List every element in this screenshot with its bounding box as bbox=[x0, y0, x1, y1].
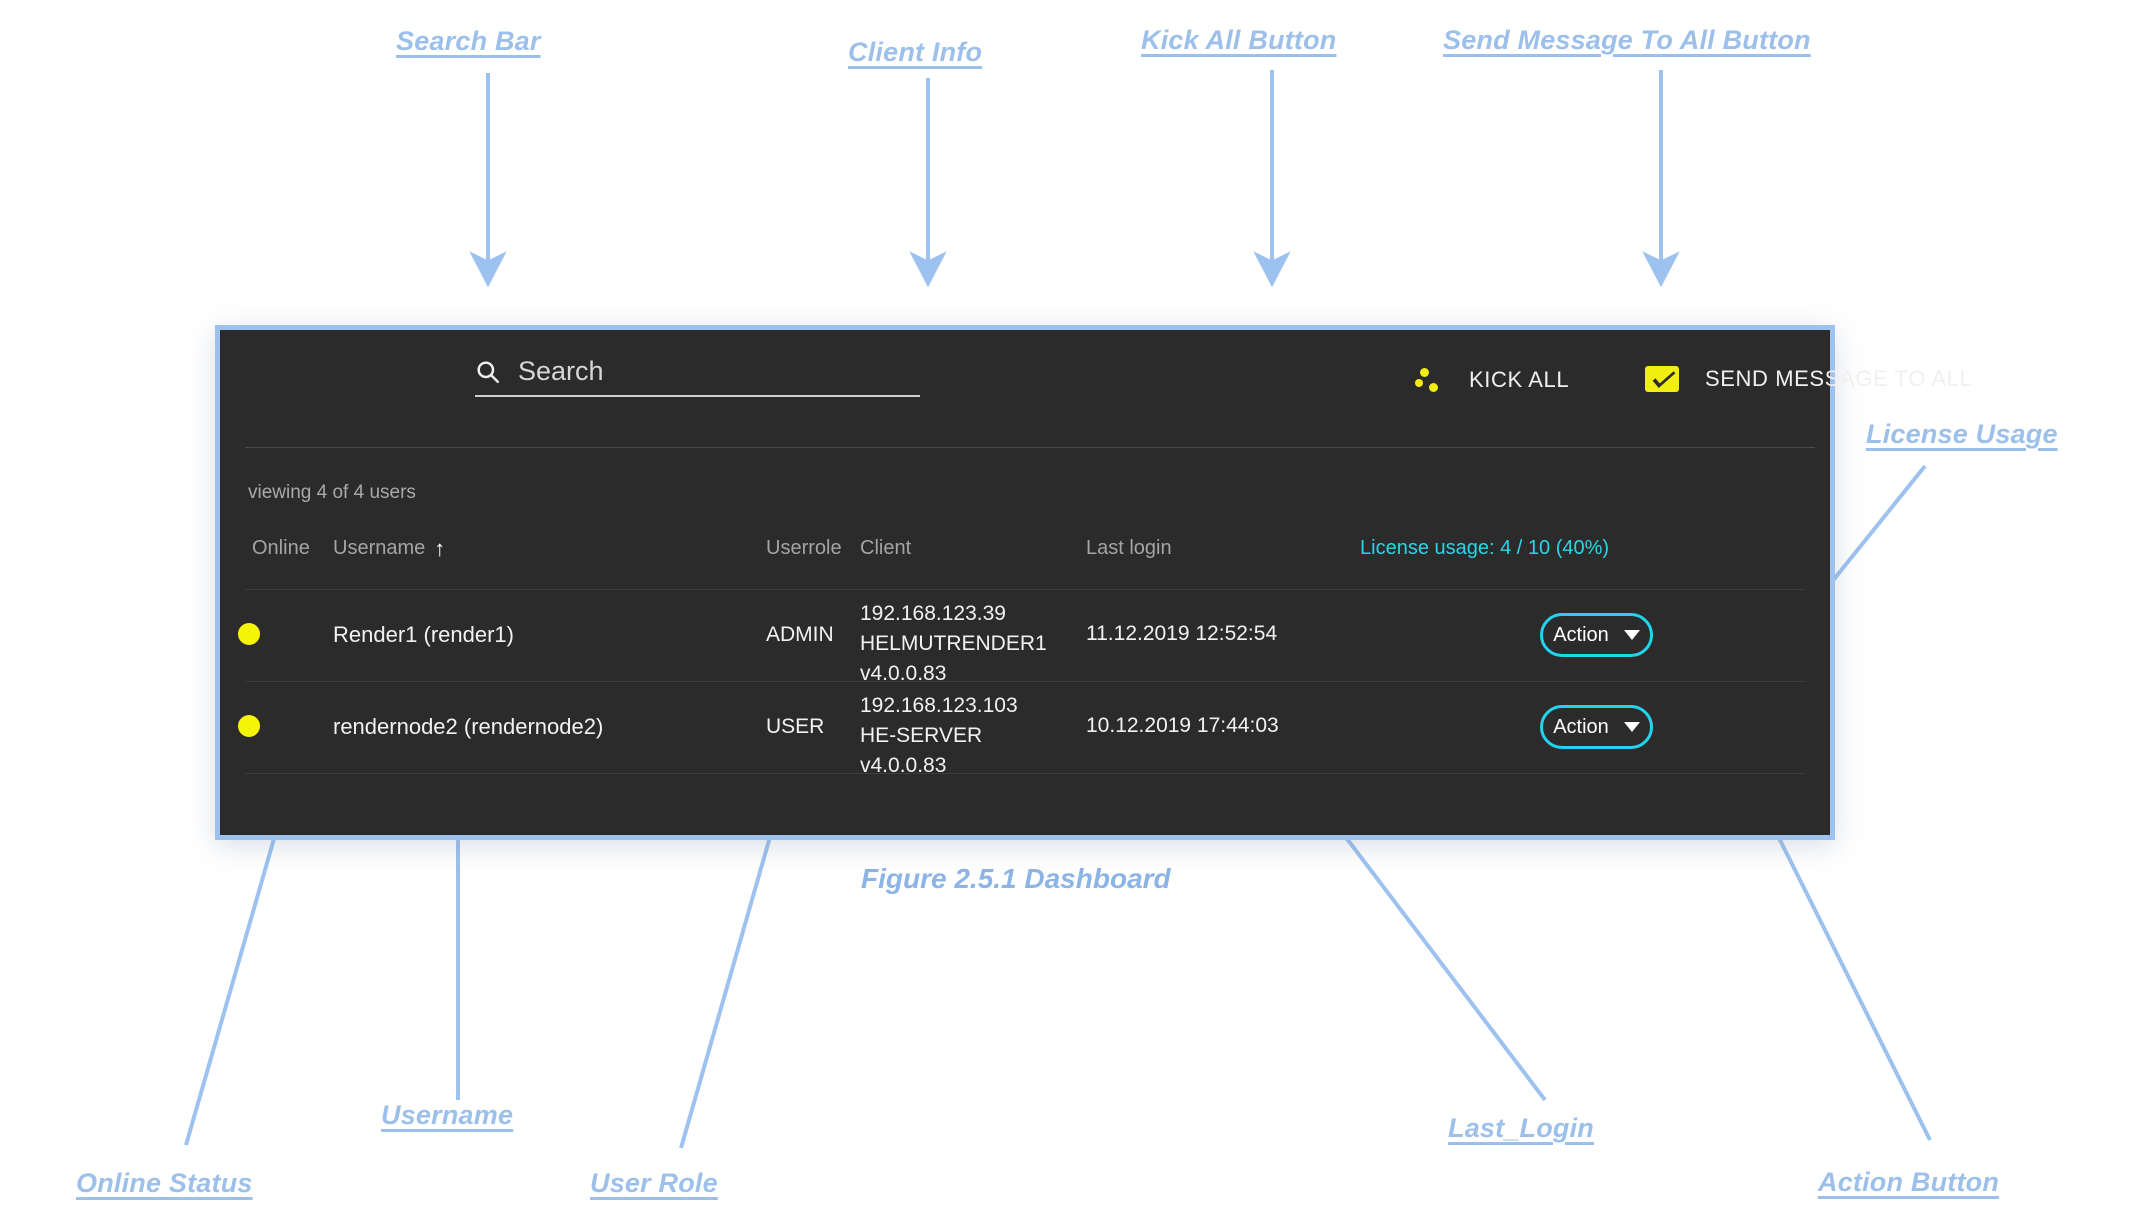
send-message-to-all-label: SEND MESSAGE TO ALL bbox=[1705, 366, 1973, 391]
send-message-to-all-button[interactable]: SEND MESSAGE TO ALL bbox=[1645, 366, 1972, 392]
client-ip: 192.168.123.39 bbox=[860, 602, 1006, 625]
cell-client: 192.168.123.103 HE-SERVER v4.0.0.83 bbox=[860, 691, 1018, 781]
cell-last-login: 11.12.2019 12:52:54 bbox=[1086, 622, 1278, 645]
column-header-last-login: Last login bbox=[1086, 537, 1172, 559]
online-status-indicator bbox=[238, 715, 260, 737]
cell-username: rendernode2 (rendernode2) bbox=[333, 714, 604, 739]
users-table: Online Username ↑ Userrole Client Last l… bbox=[220, 537, 1830, 777]
callout-user-role: User Role bbox=[590, 1168, 718, 1198]
callout-send-message-all: Send Message To All Button bbox=[1443, 25, 1811, 55]
column-header-client: Client bbox=[860, 537, 912, 559]
dashboard-panel: Search KICK ALL SEND MESSAGE TO ALL view… bbox=[215, 325, 1972, 840]
toolbar-divider bbox=[245, 447, 1815, 448]
action-button-label: Action bbox=[1553, 623, 1609, 646]
action-button[interactable]: Action bbox=[1540, 705, 1653, 749]
callout-search-bar: Search Bar bbox=[396, 26, 541, 56]
search-input[interactable]: Search bbox=[518, 356, 604, 386]
action-button[interactable]: Action bbox=[1540, 613, 1653, 657]
action-button-label: Action bbox=[1553, 715, 1609, 738]
row-divider bbox=[245, 589, 1805, 590]
column-header-username-label: Username bbox=[333, 537, 426, 559]
figure-caption: Figure 2.5.1 Dashboard bbox=[861, 863, 1171, 894]
table-row[interactable]: rendernode2 (rendernode2) USER 192.168.1… bbox=[220, 682, 1830, 777]
online-status-indicator bbox=[238, 623, 260, 645]
kick-dots-icon bbox=[1415, 366, 1443, 394]
row-divider bbox=[245, 681, 1805, 682]
chevron-down-icon bbox=[1623, 722, 1640, 732]
table-row[interactable]: Render1 (render1) ADMIN 192.168.123.39 H… bbox=[220, 590, 1830, 685]
cell-last-login: 10.12.2019 17:44:03 bbox=[1086, 714, 1279, 737]
cell-userrole: USER bbox=[766, 715, 825, 738]
chevron-down-icon bbox=[1623, 630, 1640, 640]
cell-client: 192.168.123.39 HELMUTRENDER1 v4.0.0.83 bbox=[860, 599, 1047, 689]
callout-last-login: Last_Login bbox=[1448, 1113, 1595, 1143]
column-header-online: Online bbox=[252, 537, 310, 559]
callout-username: Username bbox=[381, 1100, 514, 1130]
callout-action-button: Action Button bbox=[1818, 1167, 2000, 1197]
client-version: v4.0.0.83 bbox=[860, 662, 947, 685]
license-usage-label[interactable]: License usage: 4 / 10 (40%) bbox=[1360, 537, 1610, 559]
table-header-row: Online Username ↑ Userrole Client Last l… bbox=[220, 537, 1830, 589]
cell-userrole: ADMIN bbox=[766, 623, 834, 646]
client-version: v4.0.0.83 bbox=[860, 754, 947, 777]
callout-online-status: Online Status bbox=[76, 1168, 253, 1198]
kick-all-label: KICK ALL bbox=[1469, 367, 1570, 392]
callout-client-info: Client Info bbox=[848, 37, 983, 67]
search-icon bbox=[475, 359, 501, 385]
client-hostname: HELMUTRENDER1 bbox=[860, 632, 1047, 655]
column-header-userrole: Userrole bbox=[766, 537, 842, 559]
toolbar: Search KICK ALL SEND MESSAGE TO ALL bbox=[220, 330, 1972, 448]
callout-kick-all: Kick All Button bbox=[1141, 25, 1337, 55]
kick-all-button[interactable]: KICK ALL bbox=[1415, 366, 1569, 394]
column-header-username[interactable]: Username ↑ bbox=[333, 537, 763, 560]
client-ip: 192.168.123.103 bbox=[860, 694, 1018, 717]
callout-license-usage: License Usage bbox=[1866, 419, 2058, 449]
search-bar[interactable]: Search bbox=[475, 358, 920, 397]
viewing-count: viewing 4 of 4 users bbox=[248, 482, 416, 503]
envelope-icon bbox=[1645, 366, 1679, 392]
row-divider bbox=[245, 773, 1805, 774]
sort-ascending-arrow-icon[interactable]: ↑ bbox=[434, 535, 446, 561]
cell-username: Render1 (render1) bbox=[333, 622, 514, 647]
client-hostname: HE-SERVER bbox=[860, 724, 983, 747]
